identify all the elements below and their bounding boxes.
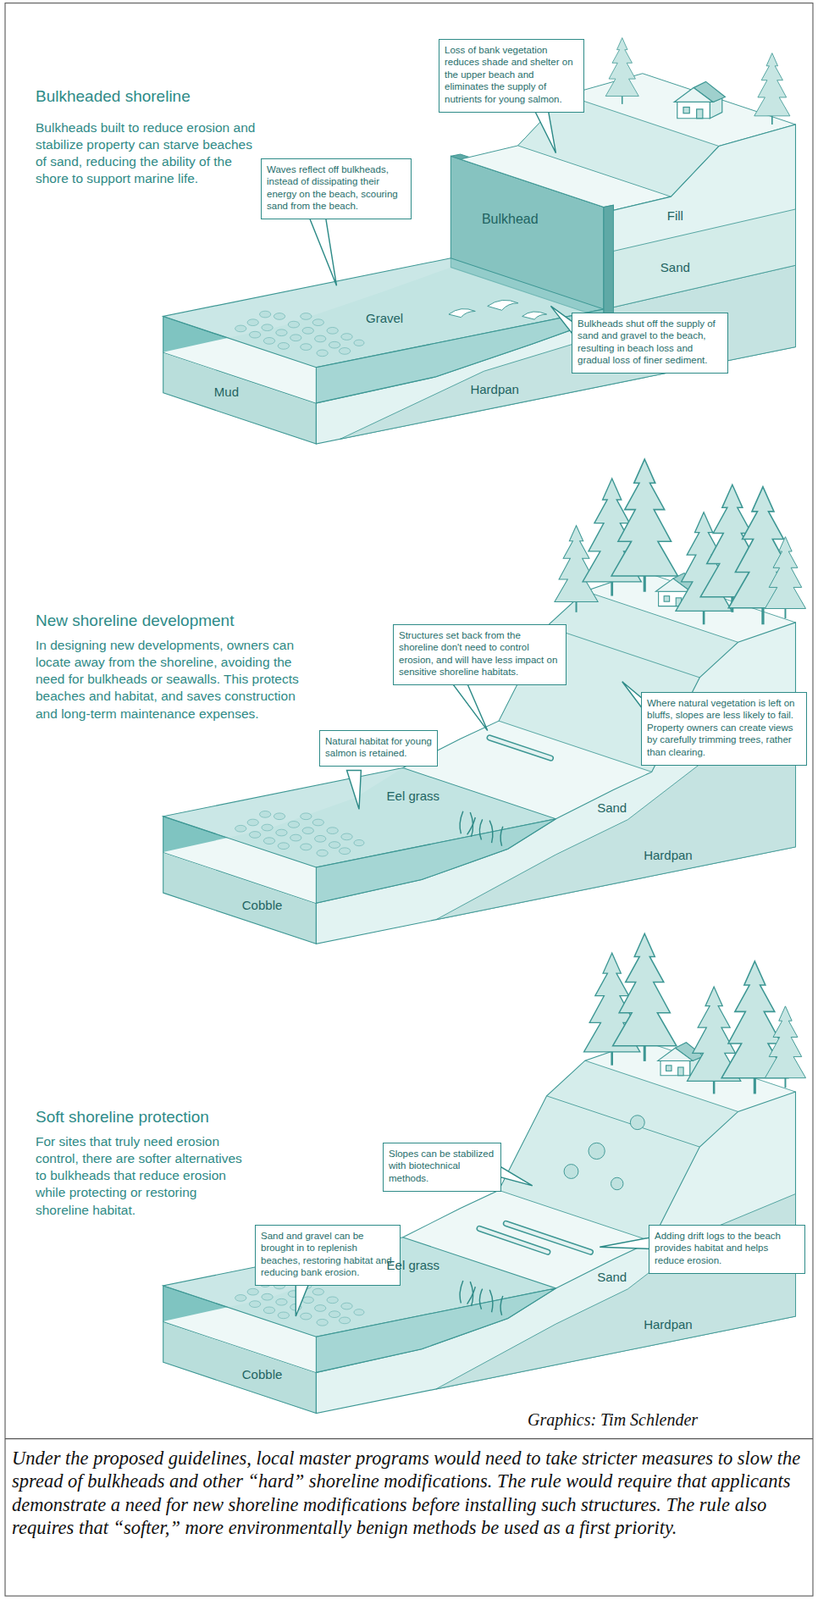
drift-log <box>489 737 551 758</box>
drift-log <box>479 1222 591 1252</box>
layer-label: Eel grass <box>386 788 441 804</box>
panel-bulkheaded <box>315 309 604 404</box>
callout-text: Loss of bank vegetation reduces shade an… <box>444 44 579 106</box>
layer-label: Hardpan <box>469 381 520 398</box>
section-text: For sites that truly need erosion contro… <box>35 1133 248 1219</box>
callout-pointer <box>347 770 362 810</box>
layer-label: Cobble <box>242 897 283 913</box>
caption: Under the proposed guidelines, local mas… <box>11 1446 807 1540</box>
callout-box: Adding drift logs to the beach provides … <box>648 1224 806 1274</box>
drift-log <box>505 1222 591 1252</box>
callout-text: Structures set back from the shoreline d… <box>398 629 561 679</box>
layer-label: Mud <box>214 384 239 400</box>
drift-log <box>479 1227 548 1252</box>
layer-label: Hardpan <box>643 847 693 863</box>
callout-box: Sand and gravel can be brought in to rep… <box>254 1224 401 1286</box>
layer-label: Eel grass <box>386 1257 441 1273</box>
panel-bulkheaded <box>163 38 796 444</box>
callout-pointer <box>599 1236 655 1249</box>
drift-log <box>505 1222 591 1252</box>
panel-soft-protection <box>459 1280 503 1316</box>
layer-label: Hardpan <box>643 1316 693 1333</box>
frame <box>5 3 813 1597</box>
section-heading: Soft shoreline protection <box>35 1107 210 1128</box>
panel-soft-protection <box>764 1005 806 1088</box>
layer-label: Gravel <box>365 310 404 327</box>
panel-new-development <box>611 458 678 592</box>
bluff-plants <box>563 1164 579 1179</box>
credit-line: Graphics: Tim Schlender <box>527 1409 698 1430</box>
reflected-waves <box>522 311 548 320</box>
drift-log <box>489 737 551 758</box>
layer-label: Sand <box>596 800 627 816</box>
drift-log <box>489 737 551 758</box>
callout-box: Structures set back from the shoreline d… <box>392 624 567 686</box>
reflected-waves <box>448 309 476 318</box>
bluff-plants <box>563 1115 645 1190</box>
callout-box: Slopes can be stabilized with biotechnic… <box>382 1142 502 1192</box>
drift-log <box>479 1227 548 1252</box>
section-text: Bulkheads built to reduce erosion and st… <box>35 119 258 188</box>
panel-new-development <box>459 811 503 846</box>
callout-box: Natural habitat for young salmon is reta… <box>319 729 438 767</box>
panel-soft-protection <box>163 933 807 1413</box>
separator <box>5 1437 813 1439</box>
callout-box: Where natural vegetation is left on bluf… <box>641 691 807 766</box>
callout-pointer <box>305 209 337 286</box>
layer-label: Cobble <box>242 1366 283 1382</box>
callout-text: Natural habitat for young salmon is reta… <box>325 735 432 760</box>
callout-text: Where natural vegetation is left on bluf… <box>646 696 802 758</box>
panel-soft-protection <box>613 933 677 1062</box>
panel-new-development <box>764 536 806 619</box>
section-text: In designing new developments, owners ca… <box>35 636 316 723</box>
layer-label: Sand <box>596 1269 627 1285</box>
reflected-waves <box>487 299 519 310</box>
callout-pointer <box>295 101 655 1316</box>
callout-text: Sand and gravel can be brought in to rep… <box>260 1229 395 1279</box>
panel-bulkheaded <box>605 38 639 105</box>
panel-bulkheaded <box>754 53 791 125</box>
layer-label: Fill <box>667 208 684 224</box>
section-heading: Bulkheaded shoreline <box>35 87 191 107</box>
bluff-plants <box>610 1177 623 1189</box>
section-heading: New shoreline development <box>35 611 234 631</box>
callout-box: Waves reflect off bulkheads, instead of … <box>260 158 412 220</box>
callout-text: Adding drift logs to the beach provides … <box>654 1229 800 1266</box>
callout-text: Waves reflect off bulkheads, instead of … <box>266 163 406 213</box>
bluff-plants <box>588 1142 605 1159</box>
callout-box: Loss of bank vegetation reduces shade an… <box>438 38 585 113</box>
callout-pointer <box>448 678 488 730</box>
callout-text: Slopes can be stabilized with biotechnic… <box>388 1147 496 1184</box>
callout-text: Bulkheads shut off the supply of sand an… <box>577 317 723 367</box>
reflected-waves <box>448 299 548 320</box>
bluff-plants <box>630 1115 645 1130</box>
panel-bulkheaded <box>674 81 725 118</box>
callout-box: Bulkheads shut off the supply of sand an… <box>571 312 729 374</box>
layer-label: Bulkhead <box>481 210 539 227</box>
layer-label: Sand <box>660 259 691 276</box>
panel-bulkheaded <box>613 209 796 308</box>
